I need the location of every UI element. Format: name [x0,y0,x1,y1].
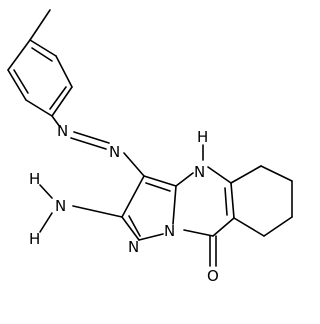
azo-double-bond [70,131,110,150]
atom-label-n-pyrazole: N [128,238,139,256]
molecule-svg: N N H N H N H N N O [7,9,293,285]
atom-label-h-amine-bottom: H [29,230,40,248]
aryl-azo-bond [51,115,61,128]
atom-label-n-amine: N [55,197,66,215]
atom-label-n-azo-1: N [57,122,68,140]
molecule-structure-diagram: N N H N H N H N N O [7,9,293,285]
atom-label-h-nh: H [197,128,208,146]
atom-label-n-nh: N [194,163,205,181]
carbonyl-double-bond [209,235,217,267]
atom-label-o-carbonyl: O [207,267,219,285]
tolyl-ring [7,39,73,117]
methyl-bond [29,9,51,41]
cyclohexene-ring [230,165,293,237]
amine-h-bond-top [39,184,53,199]
atom-label-n-azo-2: N [109,143,120,161]
pyrazole-ring [121,175,177,241]
azo-pyrazole-bond [123,152,145,177]
amine-bond [72,205,123,218]
pyrimidinone-ring [175,166,235,237]
atom-label-h-amine-top: H [29,170,40,188]
atom-label-n-bridge: N [164,222,175,240]
amine-h-bond-bottom [39,212,53,233]
